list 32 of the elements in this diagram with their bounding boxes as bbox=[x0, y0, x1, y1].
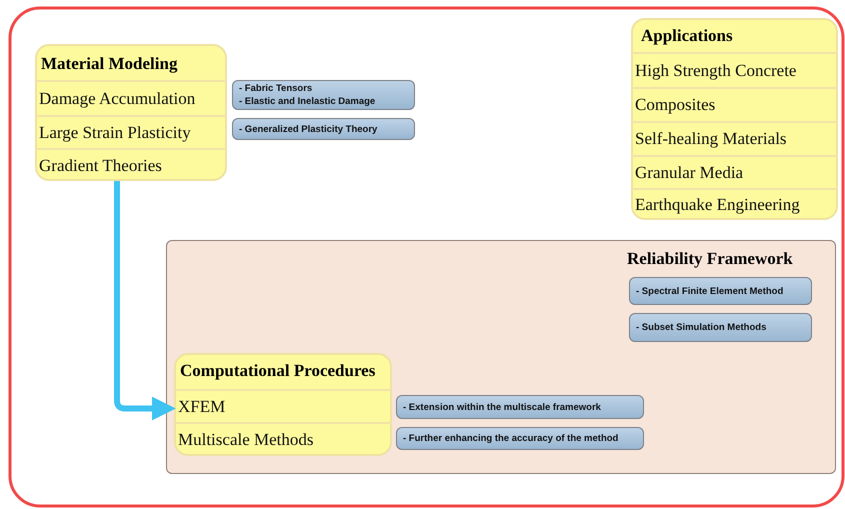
list-item: Granular Media bbox=[631, 155, 838, 188]
topic-panel bbox=[174, 353, 392, 456]
note-box bbox=[396, 395, 644, 419]
note-text: - Generalized Plasticity Theory bbox=[239, 122, 378, 136]
note-text: - Further enhancing the accuracy of the method bbox=[403, 432, 620, 445]
note-box bbox=[232, 80, 415, 110]
list-item: Self-healing Materials bbox=[631, 121, 838, 155]
topic-panel bbox=[631, 18, 838, 220]
note-box bbox=[396, 427, 644, 450]
note-text: - Elastic and Inelastic Damage bbox=[239, 95, 376, 108]
list-item: Multiscale Methods bbox=[174, 422, 392, 456]
note-box bbox=[629, 313, 812, 342]
list-item: XFEM bbox=[174, 389, 392, 422]
list-item: Composites bbox=[631, 87, 838, 121]
framework-band bbox=[166, 240, 836, 474]
note-text: - Extension within the multiscale framework bbox=[403, 400, 602, 414]
note-box bbox=[232, 118, 415, 140]
list-item: Earthquake Engineering bbox=[631, 188, 838, 220]
panel-heading: Applications bbox=[641, 26, 733, 46]
note-text: - Subset Simulation Methods bbox=[636, 321, 768, 334]
list-item: Damage Accumulation bbox=[35, 80, 227, 115]
note-text: - Spectral Finite Element Method bbox=[636, 284, 784, 298]
list-item: High Strength Concrete bbox=[631, 52, 838, 87]
note-box bbox=[629, 277, 812, 305]
list-item: Gradient Theories bbox=[35, 148, 227, 181]
topic-panel bbox=[35, 44, 227, 181]
panel-heading: Reliability Framework bbox=[627, 249, 793, 269]
list-item: Large Strain Plasticity bbox=[35, 115, 227, 148]
note-text: - Fabric Tensors bbox=[239, 82, 314, 95]
panel-heading: Computational Procedures bbox=[180, 361, 376, 381]
panel-heading: Material Modeling bbox=[41, 54, 178, 74]
arrow bbox=[114, 181, 176, 420]
